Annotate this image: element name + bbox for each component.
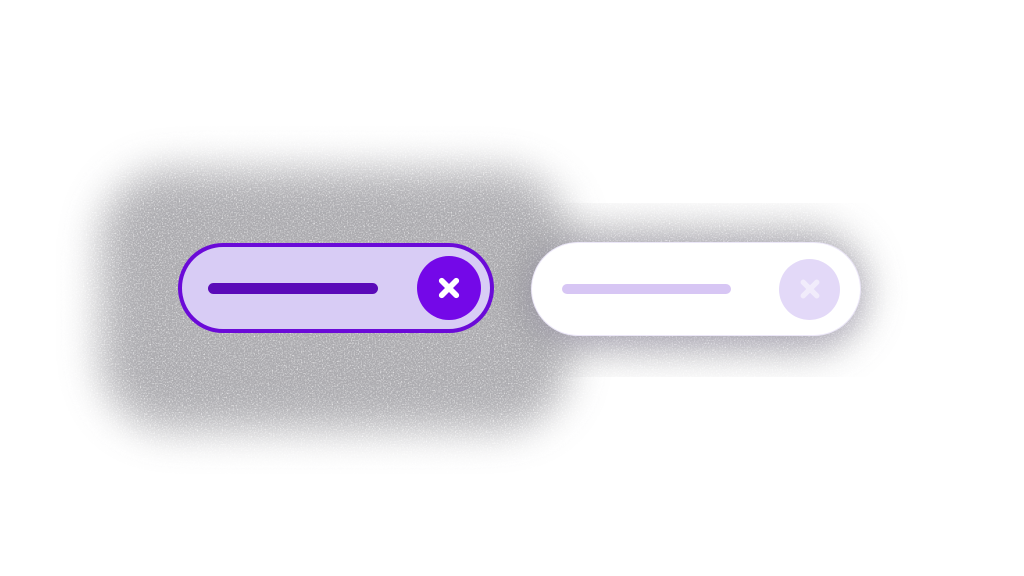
close-icon bbox=[438, 277, 460, 299]
placeholder-text-bar bbox=[562, 284, 731, 294]
placeholder-text-bar bbox=[208, 282, 378, 294]
close-button[interactable] bbox=[417, 256, 481, 320]
close-icon bbox=[800, 279, 819, 299]
chip-inactive bbox=[531, 242, 861, 336]
chip-active bbox=[178, 243, 494, 333]
close-button-disabled[interactable] bbox=[779, 258, 840, 320]
